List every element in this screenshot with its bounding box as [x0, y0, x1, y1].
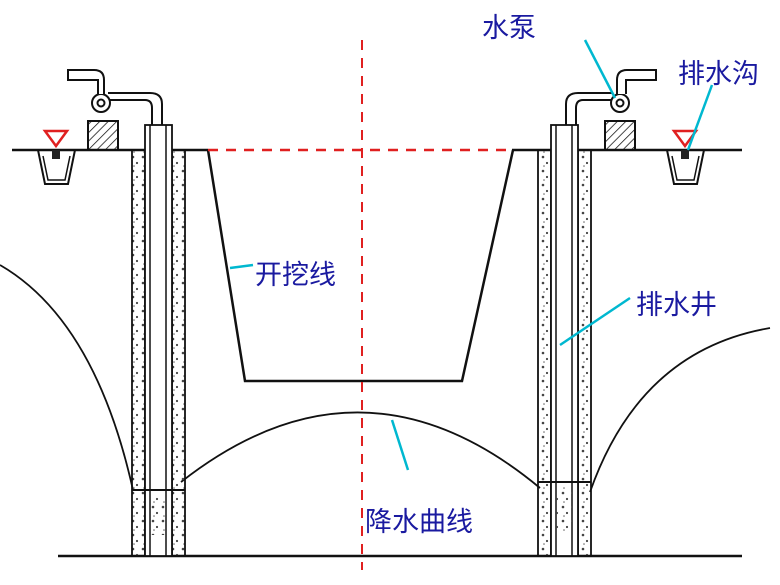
left-pump — [67, 69, 163, 151]
left-drain-ditch — [37, 129, 76, 185]
excavation-outline — [206, 149, 515, 383]
left-drainage-well — [131, 124, 186, 557]
water-level-marker — [671, 129, 699, 149]
label-drainage-well: 排水井 — [636, 290, 717, 321]
water-level-marker — [42, 129, 70, 149]
label-excavation-line: 开挖线 — [255, 260, 336, 291]
leader-lines — [229, 39, 714, 471]
label-drain-ditch: 排水沟 — [678, 59, 759, 90]
dewatering-curve — [0, 264, 771, 493]
label-dewatering-curve: 降水曲线 — [365, 507, 473, 538]
right-drain-ditch — [666, 129, 705, 185]
label-pump: 水泵 — [482, 13, 536, 44]
right-pump — [565, 69, 657, 151]
right-drainage-well — [537, 124, 592, 557]
